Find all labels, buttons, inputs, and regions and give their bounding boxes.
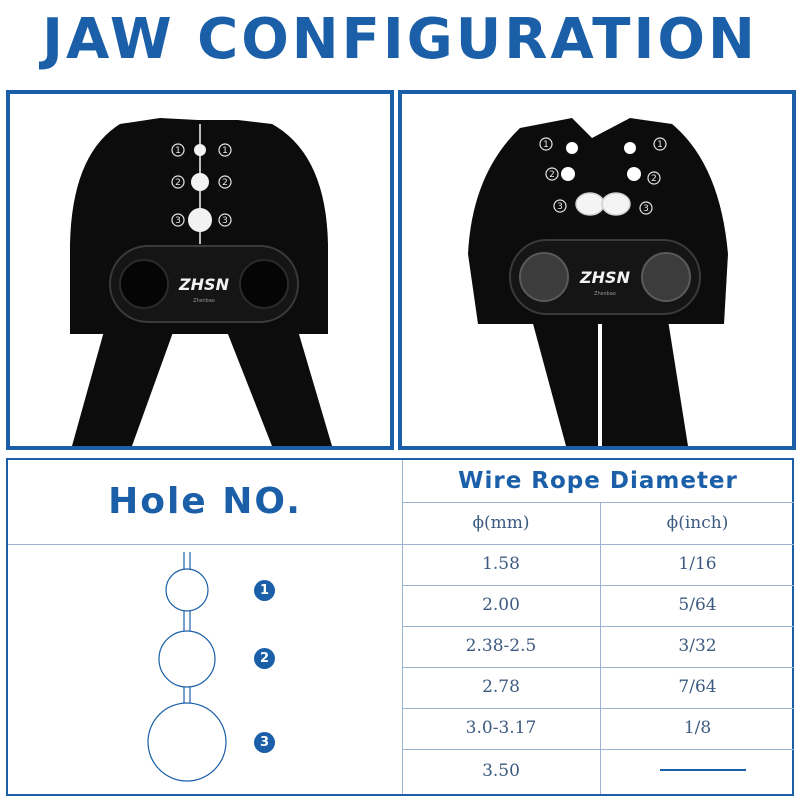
row-6-mm: 3.50	[482, 761, 520, 781]
row-5-mm: 3.0-3.17	[465, 718, 537, 738]
hole-badge-1: 1	[254, 580, 275, 601]
jaw-right-label-1a: 1	[543, 140, 549, 150]
row-1-mm: 1.58	[482, 554, 520, 574]
row-5-inch: 1/8	[683, 718, 712, 738]
jaw-right-label-2b: 2	[651, 174, 657, 184]
jaw-right-illustration: 1 1 2 2 3 3 ZHSN Zhsnbao	[468, 118, 728, 446]
page-title: JAW CONFIGURATION	[42, 7, 758, 72]
row-2-mm: 2.00	[482, 595, 520, 615]
jaw-left-label-2a: 2	[175, 178, 181, 188]
brand-logo-right: ZHSN	[579, 268, 631, 287]
row-3-mm: 2.38-2.5	[465, 636, 537, 656]
jaw-left-label-1a: 1	[175, 146, 181, 156]
jaw-left-illustration: 1 1 2 2 3 3 ZHSN Zhsnbao	[70, 118, 332, 446]
brand-logo-left: ZHSN	[178, 275, 230, 294]
jaw-photo-right: 1 1 2 2 3 3 ZHSN Zhsnbao	[398, 90, 796, 450]
column-header-inch: ϕ(inch)	[666, 513, 729, 533]
wire-rope-diameter-header: Wire Rope Diameter	[458, 468, 738, 494]
jaw-left-label-1b: 1	[222, 146, 228, 156]
hole-badge-3: 3	[254, 732, 275, 753]
jaw-right-label-2a: 2	[549, 170, 555, 180]
jaw-right-label-1b: 1	[657, 140, 663, 150]
jaw-photo-left: 1 1 2 2 3 3 ZHSN Zhsnbao	[6, 90, 394, 450]
row-1-inch: 1/16	[678, 554, 717, 574]
row-3-inch: 3/32	[678, 636, 717, 656]
jaw-left-label-3b: 3	[222, 216, 228, 226]
jaw-left-label-2b: 2	[222, 178, 228, 188]
jaw-right-label-3b: 3	[643, 204, 649, 214]
hole-badge-2: 2	[254, 648, 275, 669]
row-6-inch-dash	[660, 769, 746, 771]
jaw-left-label-3a: 3	[175, 216, 181, 226]
hole-diagram	[147, 552, 227, 782]
diameter-table: Hole NO. Wire Rope Diameter ϕ(mm) ϕ(inch…	[6, 458, 794, 796]
row-4-inch: 7/64	[678, 677, 717, 697]
jaw-right-label-3a: 3	[557, 202, 563, 212]
row-2-inch: 5/64	[678, 595, 717, 615]
hole-number-header: Hole NO.	[108, 481, 302, 522]
brand-sublogo-left: Zhsnbao	[193, 298, 215, 304]
row-4-mm: 2.78	[482, 677, 520, 697]
column-header-mm: ϕ(mm)	[472, 513, 530, 533]
brand-sublogo-right: Zhsnbao	[594, 291, 616, 297]
